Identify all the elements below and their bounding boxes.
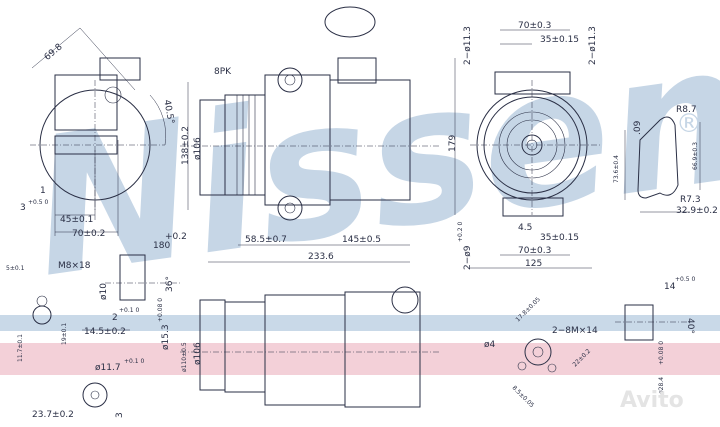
dim-label: 40.5° [161,99,175,125]
dim-tolerance: +0.1 0 [124,358,144,365]
dim-label: ø106 [193,342,203,365]
dim-label: 66.9±0.3 [692,142,699,170]
dim-label: 35±0.15 [540,233,579,243]
dim-label: 145±0.5 [342,235,381,245]
dim-label: ø106 [193,137,203,160]
dim-label: 70±0.3 [518,21,551,31]
dim-tolerance: +0.5 0 [675,276,695,283]
avito-logo: Avito [620,388,684,413]
dim-label: 19±0.1 [61,323,68,345]
dim-label: 58.5±0.7 [245,235,287,245]
rear-view [30,27,166,236]
dim-tolerance: +0.1 0 [119,307,139,314]
dim-label: 2−ø9 [463,245,473,270]
dim-label: ø15.3 [161,324,171,350]
front-view [454,29,600,269]
dim-tolerance: +0.08 0 [157,298,164,322]
dim-label: ø28.4 [658,377,665,394]
dim-tolerance: +0.08 0 [658,341,665,365]
registered-mark: ® [676,109,702,139]
gasket-profile [624,116,701,213]
dim-label: 45±0.1 [60,215,93,225]
dim-label: 4.5 [518,223,532,233]
dim-tolerance: +0.5 0 [28,199,48,206]
thread-label: 2−8M×14 [552,326,598,336]
dim-label: 179 [448,135,458,152]
dim-label: ø4 [484,340,496,350]
dim-label: 2−ø11.3 [588,26,598,65]
side-view [180,6,440,263]
dim-label: 125 [525,259,542,269]
dim-tolerance: +0.2 0 [457,222,464,242]
dim-label: R8.7 [676,105,697,115]
dim-label: ø10 [99,283,109,300]
dim-label: 2−ø11.3 [463,26,473,65]
belt-label: 8PK [214,67,232,77]
dim-label: 32.9±0.2 [676,206,718,216]
dim-label: 11.7±0.1 [17,334,24,362]
dim-label: 69.8 [43,42,65,63]
dim-label: 5±0.1 [6,265,25,272]
dim-label: 40° [685,318,695,334]
dim-label: .09 [633,120,643,135]
thread-label: M8×18 [58,261,91,271]
dim-label: 14 [664,282,676,292]
dim-label: 2 [112,313,118,323]
dimension-labels: 69.8 40.5° 1 3 +0.5 0 45±0.1 70±0.2 8PK … [6,21,718,420]
dim-label: 233.6 [308,252,334,262]
dim-label: 8.5±0.05 [511,384,536,409]
dim-label: 138±0.2 [181,126,191,165]
dim-label: 3 [115,412,125,418]
dim-label: ø110±0.5 [181,342,188,372]
dim-label: 73.6±0.4 [613,155,620,183]
dim-label: 3 [20,203,26,213]
dim-label: 70±0.3 [518,246,551,256]
dim-tolerance: +0.2 [165,232,187,242]
dim-label: 35±0.15 [540,35,579,45]
dim-label: ø11.7 [95,363,121,373]
dim-label: R7.3 [680,195,701,205]
dim-label: 14.5±0.2 [84,327,126,337]
blue-stripe [0,315,720,331]
dim-label: 70±0.2 [72,229,105,239]
pink-stripe [0,343,720,375]
dim-label: 36° [165,276,175,292]
bottom-details [32,254,690,408]
dim-label: 23.7±0.2 [32,410,74,420]
dim-label: 1 [40,186,46,196]
dim-label: 180 [153,241,170,251]
